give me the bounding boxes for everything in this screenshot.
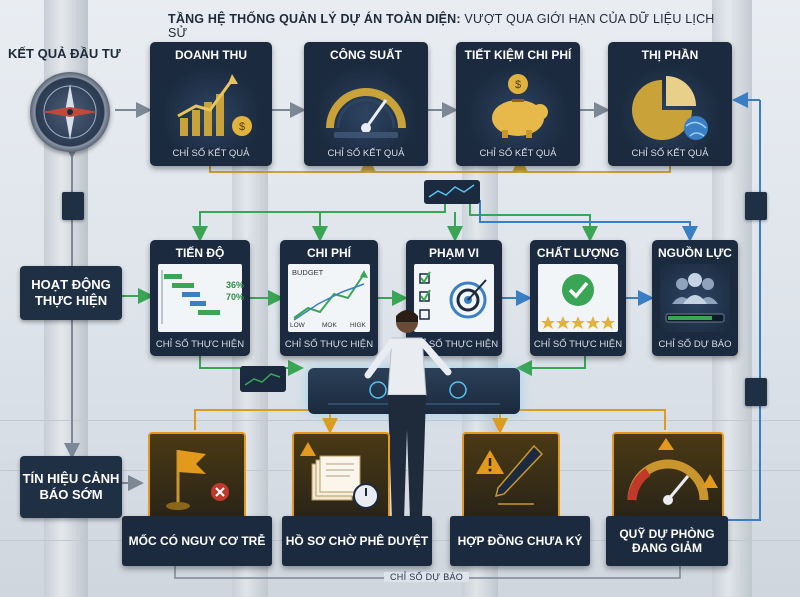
gauge-icon	[312, 66, 420, 148]
outcome-card-footer: CHỈ SỐ KẾT QUẢ	[172, 148, 250, 159]
performance-card-cost[interactable]: CHI PHÍ BUDGET LOW MOK HIGK CHỈ SỐ THỰC …	[280, 240, 378, 356]
schedule-value: 70%	[226, 292, 245, 302]
piggy-bank-icon: $	[464, 66, 572, 148]
flag-warning-icon	[148, 432, 246, 520]
performance-card-quality[interactable]: CHẤT LƯỢNG CHỈ SỐ THỰC HIỆN	[530, 240, 626, 356]
outcome-card-cost-saving[interactable]: TIẾT KIỆM CHI PHÍ $ CHỈ SỐ KẾT QUẢ	[456, 42, 580, 166]
outcome-card-footer: CHỈ SỐ KẾT QUẢ	[327, 148, 405, 159]
performance-card-footer: CHỈ SỐ THỰC HIỆN	[284, 339, 374, 350]
budget-chart-icon: BUDGET LOW MOK HIGK	[288, 264, 370, 332]
outcome-card-capacity[interactable]: CÔNG SUẤT CHỈ SỐ KẾT QUẢ	[304, 42, 428, 166]
budget-label: BUDGET	[292, 268, 324, 277]
warning-card-reserve[interactable]: QUỸ DỰ PHÒNG ĐANG GIẢM	[606, 516, 728, 566]
performance-card-title: PHẠM VI	[428, 246, 479, 260]
reserve-gauge-icon	[612, 432, 724, 520]
outcome-card-revenue[interactable]: DOANH THU $ CHỈ SỐ KẾT QUẢ	[150, 42, 272, 166]
document-icon	[745, 378, 767, 406]
outcome-card-footer: CHỈ SỐ KẾT QUẢ	[479, 148, 557, 159]
outcome-card-title: DOANH THU	[175, 48, 247, 62]
performance-card-title: TIẾN ĐỘ	[175, 246, 225, 260]
performance-card-title: NGUỒN LỰC	[658, 246, 732, 260]
outcome-card-title: TIẾT KIỆM CHI PHÍ	[464, 48, 572, 62]
results-label: KẾT QUẢ ĐẦU TƯ	[8, 46, 121, 61]
outcome-card-title: CÔNG SUẤT	[330, 48, 402, 62]
performance-card-resources[interactable]: NGUỒN LỰC CHỈ SỐ DỰ BÁO	[652, 240, 738, 356]
quality-check-icon	[538, 264, 618, 332]
performance-card-footer: CHỈ SỐ THỰC HIỆN	[409, 339, 499, 350]
gantt-icon: 36% 70%	[158, 264, 245, 332]
pie-globe-icon	[616, 66, 724, 148]
outcome-card-market-share[interactable]: THỊ PHẦN CHỈ SỐ KẾT QUẢ	[608, 42, 732, 166]
laptop-chart-icon	[240, 366, 286, 392]
schedule-value: 36%	[226, 280, 245, 290]
warning-card-documents[interactable]: HỒ SƠ CHỜ PHÊ DUYỆT	[282, 516, 432, 566]
page-title: TẦNG HỆ THỐNG QUẢN LÝ DỰ ÁN TOÀN DIỆN: V…	[168, 12, 715, 40]
document-icon	[62, 192, 84, 220]
performance-card-footer: CHỈ SỐ THỰC HIỆN	[155, 339, 245, 350]
svg-text:$: $	[239, 121, 245, 133]
performance-card-title: CHẤT LƯỢNG	[536, 246, 620, 260]
outcome-card-title: THỊ PHẦN	[641, 48, 699, 62]
performance-card-schedule[interactable]: TIẾN ĐỘ 36% 70% CHỈ SỐ THỰC HIỆN	[150, 240, 250, 356]
revenue-chart-icon: $	[158, 66, 264, 148]
axis-label: LOW	[290, 322, 305, 329]
performance-card-title: CHI PHÍ	[306, 246, 351, 260]
team-icon	[660, 264, 730, 332]
trend-monitor-icon	[424, 180, 480, 204]
documents-stopwatch-icon	[292, 432, 390, 520]
warning-card-milestone[interactable]: MỐC CÓ NGUY CƠ TRỄ	[122, 516, 272, 566]
warning-card-contract[interactable]: HỢP ĐỒNG CHƯA KÝ	[450, 516, 590, 566]
pen-warning-icon	[462, 432, 560, 520]
performance-card-scope[interactable]: PHẠM VI CHỈ SỐ THỰC HIỆN	[406, 240, 502, 356]
axis-label: MOK	[322, 322, 337, 329]
performance-card-footer: CHỈ SỐ DỰ BÁO	[658, 339, 732, 350]
performance-card-footer: CHỈ SỐ THỰC HIỆN	[533, 339, 623, 350]
axis-label: HIGK	[350, 322, 366, 329]
warnings-label: TÍN HIỆU CẢNH BÁO SỚM	[20, 456, 122, 518]
checklist-target-icon	[414, 264, 494, 332]
forecast-label: CHỈ SỐ DỰ BÁO	[384, 572, 470, 582]
outcome-card-footer: CHỈ SỐ KẾT QUẢ	[631, 148, 709, 159]
compass-icon	[30, 72, 110, 152]
svg-text:$: $	[515, 79, 521, 91]
performance-label: HOẠT ĐỘNG THỰC HIỆN	[20, 266, 122, 320]
document-icon	[745, 192, 767, 220]
